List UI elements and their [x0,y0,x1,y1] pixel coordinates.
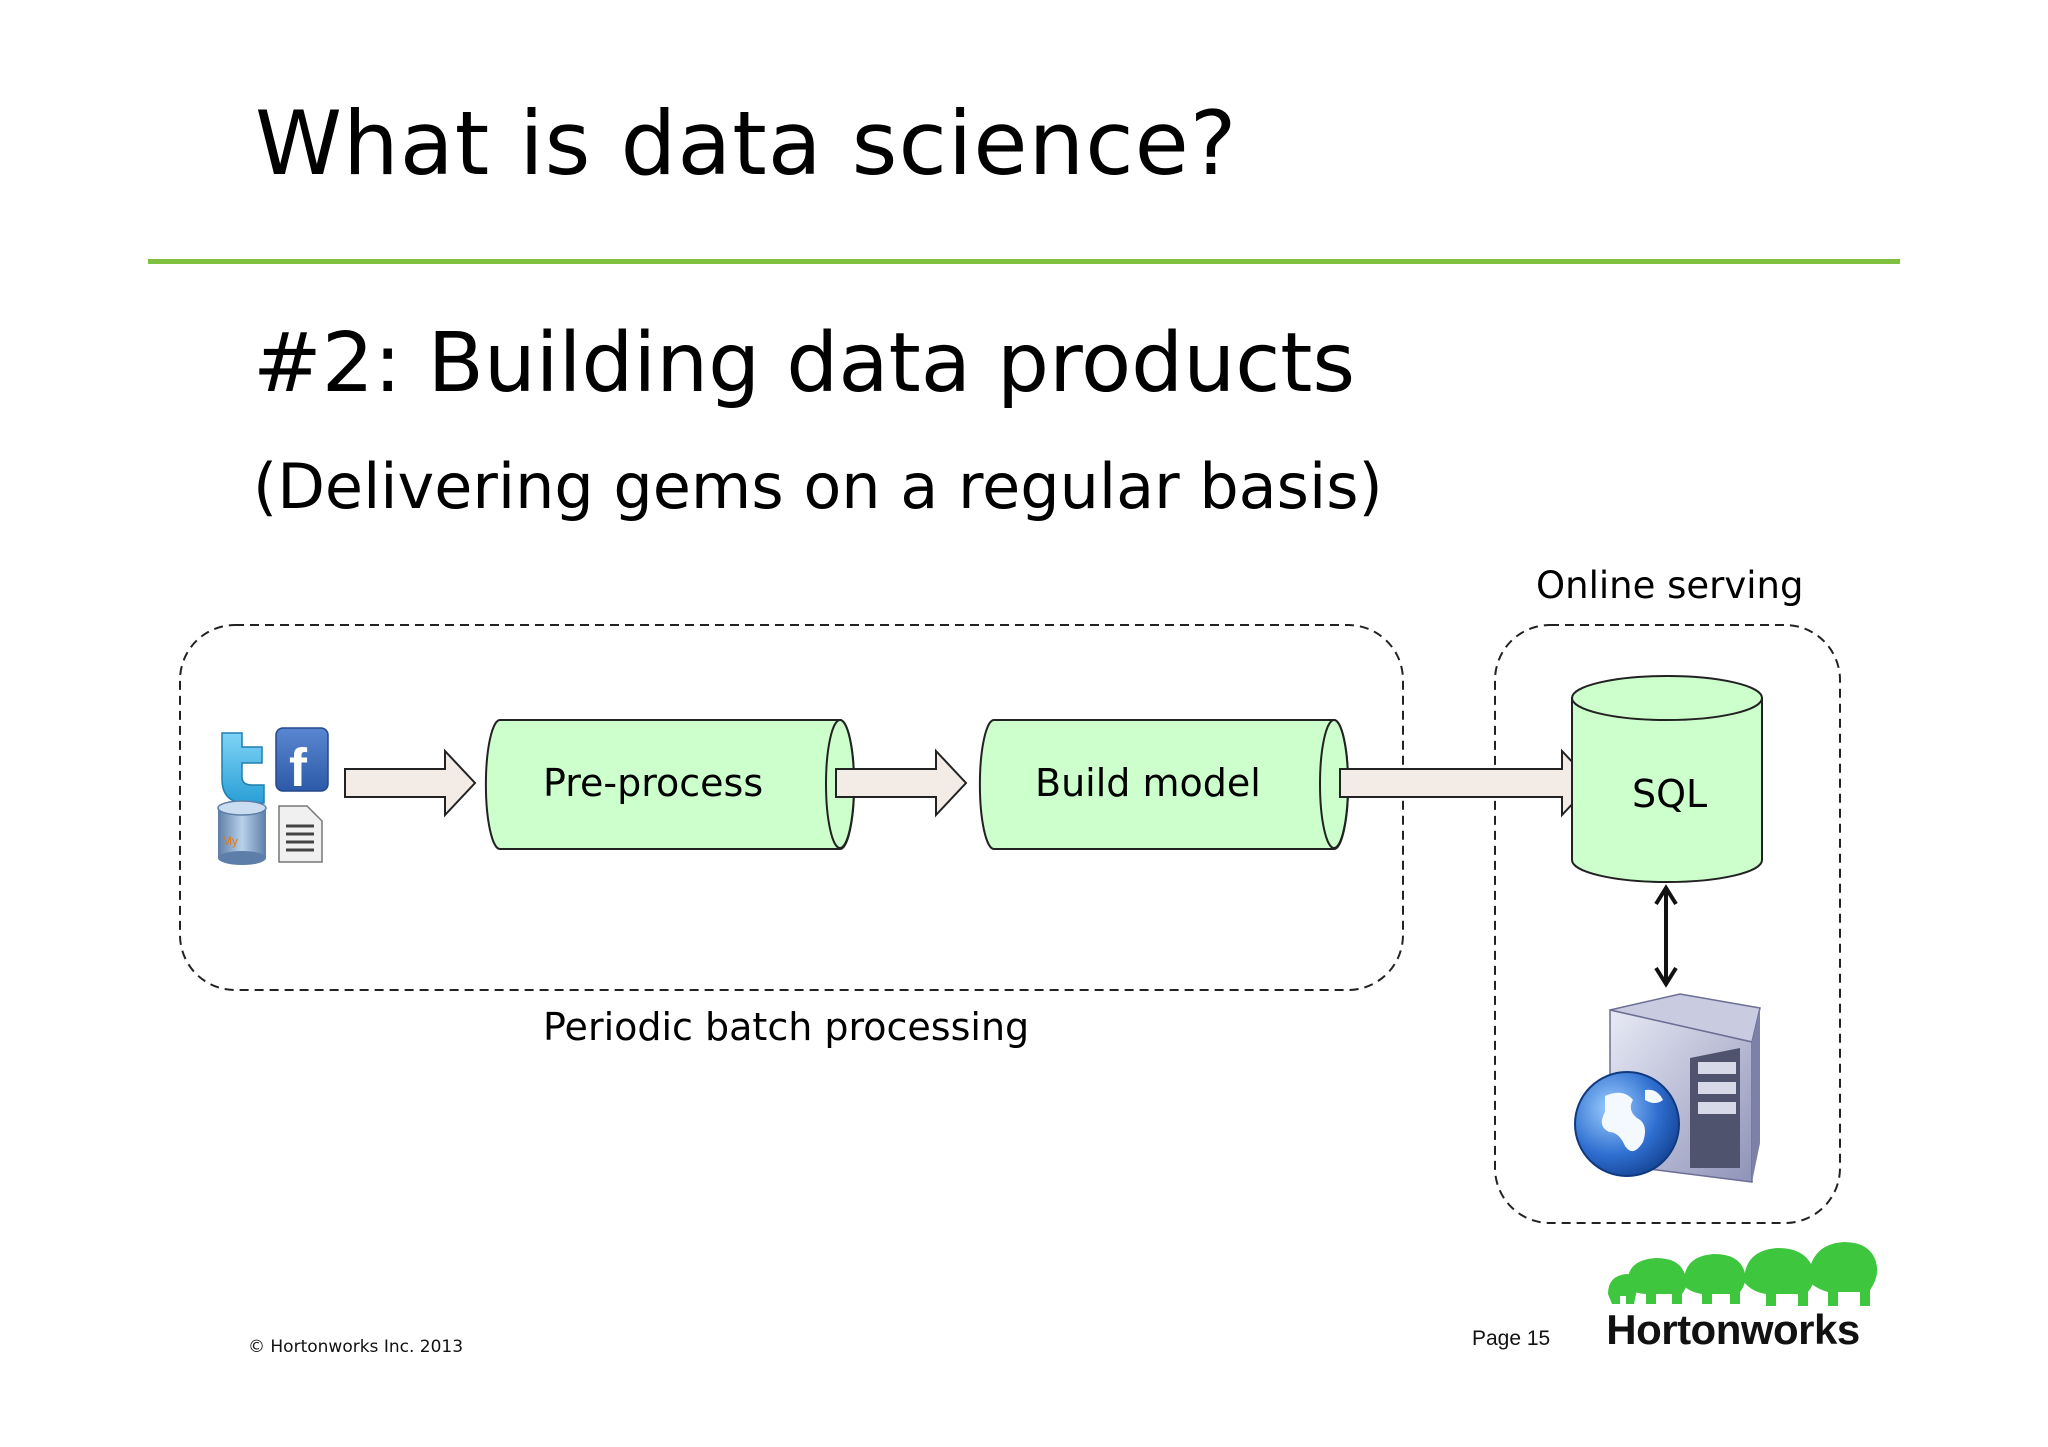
build-model-stage [978,719,1350,850]
sql-database [1571,675,1763,883]
preprocess-label: Pre-process [543,761,763,805]
batch-processing-group [179,624,1404,991]
title-divider [148,259,1900,264]
elephant-herd-icon [1608,1242,1878,1306]
flow-arrow-sources-to-preprocess [344,748,477,818]
mysql-database-icon: My [217,800,267,865]
sql-label: SQL [1632,772,1707,816]
facebook-icon: f [275,727,329,798]
copyright-notice: © Hortonworks Inc. 2013 [248,1337,464,1357]
batch-group-label: Periodic batch processing [543,1005,1029,1049]
document-icon [278,805,323,863]
flow-arrow-preprocess-to-build [835,748,968,818]
flow-arrow-build-to-sql [1339,748,1594,818]
svg-text:f: f [289,738,308,798]
twitter-icon [221,732,265,804]
build-model-label: Build model [1035,761,1261,805]
slide-heading: #2: Building data products [253,316,1356,411]
bidirectional-arrow [1654,884,1678,988]
web-server-icon [1574,993,1761,1183]
svg-text:My: My [222,834,238,848]
preprocess-stage [484,719,856,850]
slide-title: What is data science? [255,92,1238,195]
online-group-label: Online serving [1536,564,1803,607]
hortonworks-logo: Hortonworks [1588,1240,1878,1360]
online-serving-group [1494,624,1841,1224]
page-number: Page 15 [1472,1327,1551,1350]
slide-subheading: (Delivering gems on a regular basis) [253,450,1383,523]
logo-wordmark: Hortonworks [1606,1306,1860,1353]
